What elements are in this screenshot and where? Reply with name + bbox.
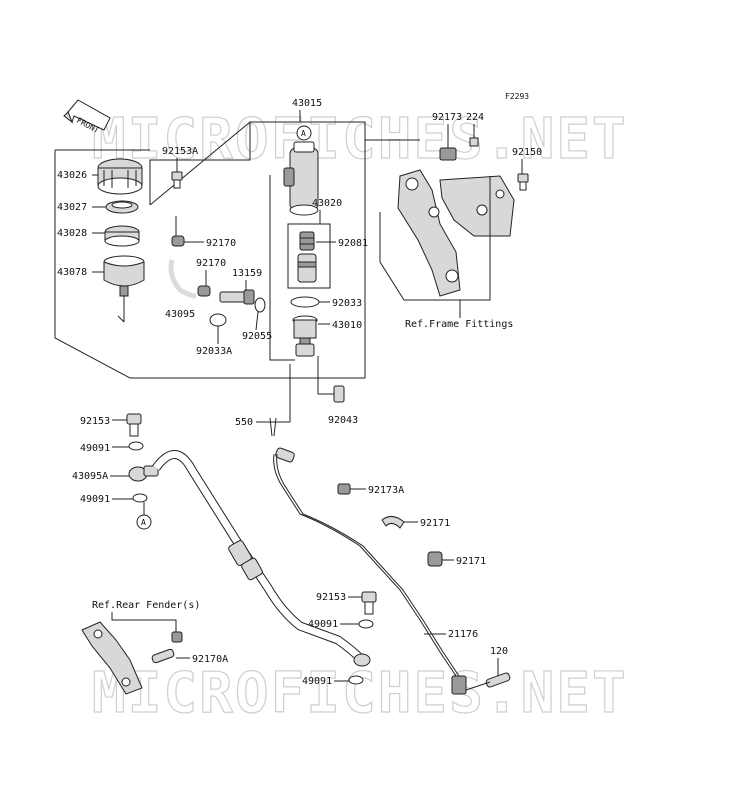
- diagram-code: F2293: [505, 92, 529, 101]
- pushrod-43010: [292, 315, 318, 357]
- reservoir-tank: [103, 255, 145, 323]
- cotter-pin-550: [269, 417, 277, 437]
- part-label-43095: 43095: [165, 309, 195, 320]
- piston-spring: [297, 231, 317, 283]
- part-label-92171-upper: 92171: [420, 518, 450, 529]
- o-ring-92033a: [209, 313, 227, 327]
- hose-fitting-13159: [219, 289, 255, 305]
- part-label-43028: 43028: [57, 228, 87, 239]
- front-arrow-icon: FRONT: [63, 99, 111, 135]
- part-label-92170-upper: 92170: [206, 238, 236, 249]
- washer-49091-a: [128, 441, 144, 451]
- bolt-92150: [517, 173, 529, 191]
- callout-a-bottom-letter: A: [141, 518, 146, 527]
- part-label-92043: 92043: [328, 415, 358, 426]
- ref-label-rear-fender: Ref.Rear Fender(s): [92, 600, 200, 611]
- part-label-224: 224: [466, 112, 484, 123]
- part-label-49091-a: 49091: [80, 443, 110, 454]
- cable-clamp-92171-upper: [381, 516, 405, 529]
- part-label-43027: 43027: [57, 202, 87, 213]
- washer-49091-b: [132, 493, 148, 503]
- banjo-bolt-lower: [361, 591, 377, 615]
- stopper-92173: [439, 147, 457, 161]
- ref-label-frame-fittings: Ref.Frame Fittings: [405, 319, 513, 330]
- watermark-top: MICROFICHES.NET: [92, 107, 628, 172]
- circlip-92033: [290, 296, 320, 308]
- bolt-92153a: [171, 171, 183, 189]
- banjo-fitting-43095a: [128, 465, 159, 482]
- part-label-13159: 13159: [232, 268, 262, 279]
- reservoir-cap: [97, 158, 143, 195]
- part-label-21176: 21176: [448, 629, 478, 640]
- part-label-92173: 92173: [432, 112, 462, 123]
- hose-clamp-92170-lower: [197, 285, 211, 297]
- part-label-92055: 92055: [242, 331, 272, 342]
- callout-a-top: A: [296, 125, 312, 141]
- brake-hose: [152, 450, 371, 667]
- reservoir-hose: [168, 259, 197, 299]
- cable-clip-92173a: [337, 483, 351, 495]
- banjo-bolt-upper: [126, 413, 142, 437]
- hose-clamp-92170a: [151, 648, 175, 664]
- part-label-49091-b: 49091: [80, 494, 110, 505]
- part-label-43095A: 43095A: [72, 471, 108, 482]
- switch-spring-120: [465, 672, 511, 691]
- part-label-92153-upper: 92153: [80, 416, 110, 427]
- piston-kit-box: [287, 223, 331, 289]
- o-ring-92055: [254, 297, 266, 313]
- rear-fender-bracket: [81, 621, 183, 695]
- part-label-43015: 43015: [292, 98, 322, 109]
- assembly-frame: [54, 110, 420, 379]
- master-cylinder-body: [283, 141, 319, 216]
- screw-224: [469, 137, 479, 147]
- part-label-92033A: 92033A: [196, 346, 232, 357]
- washer-49091-c: [358, 619, 374, 629]
- part-label-120: 120: [490, 646, 508, 657]
- part-label-49091-c: 49091: [308, 619, 338, 630]
- diaphragm-plate: [105, 200, 139, 214]
- callout-a-top-letter: A: [301, 129, 306, 138]
- part-label-92081: 92081: [338, 238, 368, 249]
- clevis-pin-92043: [333, 385, 345, 403]
- part-label-49091-d: 49091: [302, 676, 332, 687]
- part-label-92153A: 92153A: [162, 146, 198, 157]
- hose-clamp-92170-upper: [171, 235, 185, 247]
- part-label-92170-lower: 92170: [196, 258, 226, 269]
- watermark-bottom: MICROFICHES.NET: [92, 661, 628, 726]
- pedal-bracket: [397, 169, 515, 297]
- part-label-92171-lower: 92171: [456, 556, 486, 567]
- part-label-92150: 92150: [512, 147, 542, 158]
- washer-49091-d: [348, 675, 364, 685]
- cable-clamp-92171-lower: [427, 551, 443, 567]
- part-label-43010: 43010: [332, 320, 362, 331]
- part-label-550: 550: [235, 417, 253, 428]
- part-label-92173A: 92173A: [368, 485, 404, 496]
- part-label-43026: 43026: [57, 170, 87, 181]
- callout-a-bottom: A: [136, 514, 152, 530]
- part-label-92170A: 92170A: [192, 654, 228, 665]
- part-label-43078: 43078: [57, 267, 87, 278]
- part-label-43020: 43020: [312, 198, 342, 209]
- diaphragm: [104, 225, 140, 247]
- part-label-92153-lower: 92153: [316, 592, 346, 603]
- brake-switch-cable: [273, 447, 467, 695]
- part-label-92033: 92033: [332, 298, 362, 309]
